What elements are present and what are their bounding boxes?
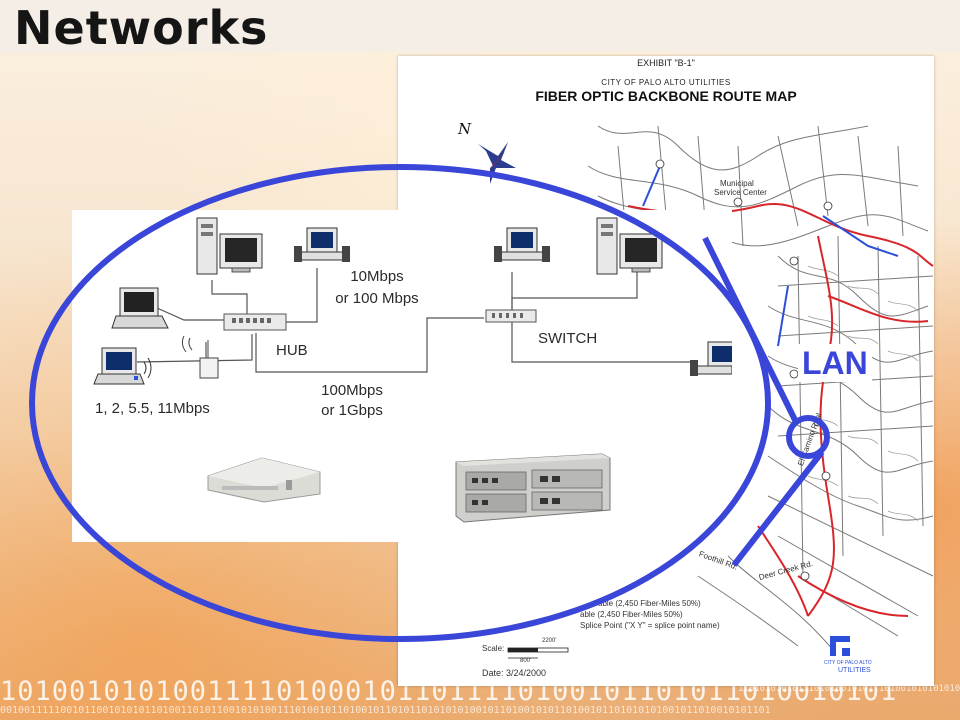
logo-text: UTILITIES <box>838 667 871 674</box>
network-diagram: 10Mbps or 100 Mbps HUB SWITCH 100Mbps or… <box>72 210 732 542</box>
palo-alto-utilities-logo <box>830 636 850 656</box>
desktop-computer-icon <box>494 227 550 262</box>
desktop-computer-icon <box>690 341 732 376</box>
wireless-speed-label: 1, 2, 5.5, 11Mbps <box>95 400 210 417</box>
backbone-speed-line1: 100Mbps <box>321 382 383 399</box>
binary-decoration-small: 0010011111001011001010101101001101011001… <box>0 705 771 716</box>
switch-label: SWITCH <box>538 330 598 347</box>
slide-title: Networks <box>14 1 269 55</box>
backbone-speed-line2: or 1Gbps <box>321 402 383 419</box>
speed-label-line2: or 100 Mbps <box>335 290 419 307</box>
hub-label: HUB <box>276 342 308 359</box>
speed-label-line1: 10Mbps <box>350 268 404 285</box>
legend-item: Splice Point ("X Y" = splice point name) <box>580 621 720 630</box>
desktop-computer-icon <box>596 217 663 275</box>
wireless-access-point-icon <box>181 335 219 379</box>
switch-icon <box>485 309 537 323</box>
legend-item: able (2,450 Fiber-Miles 50%) <box>598 599 701 608</box>
binary-decoration-right: 1101010101011101010010101 10100101010101… <box>738 684 960 694</box>
hub-product-photo <box>207 457 321 503</box>
map-utilities-label: CITY OF PALO ALTO UTILITIES <box>601 78 731 87</box>
north-label: N <box>458 120 472 138</box>
scale-value: 800' <box>520 658 532 664</box>
network-drawing <box>93 217 732 523</box>
municipal-label-2: Service Center <box>714 188 767 197</box>
hub-icon <box>223 313 287 331</box>
desktop-computer-icon <box>196 217 263 275</box>
scale-value: 2200' <box>542 638 557 644</box>
map-exhibit-label: EXHIBIT "B-1" <box>637 58 695 68</box>
logo-text: CITY OF PALO ALTO <box>824 660 872 666</box>
map-date: Date: 3/24/2000 <box>482 668 547 678</box>
municipal-label-1: Municipal <box>720 179 754 188</box>
desktop-computer-icon <box>294 227 350 262</box>
wireless-laptop-icon <box>93 347 152 385</box>
scale-label: Scale: <box>482 644 505 653</box>
north-arrow-icon <box>478 142 516 184</box>
lan-callout-label: LAN <box>798 344 872 382</box>
switch-chassis-photo <box>455 453 611 523</box>
map-title: FIBER OPTIC BACKBONE ROUTE MAP <box>535 88 797 104</box>
laptop-computer-icon <box>111 287 169 329</box>
title-strip <box>0 0 960 52</box>
legend-item: able (2,450 Fiber-Miles 50%) <box>580 610 683 619</box>
